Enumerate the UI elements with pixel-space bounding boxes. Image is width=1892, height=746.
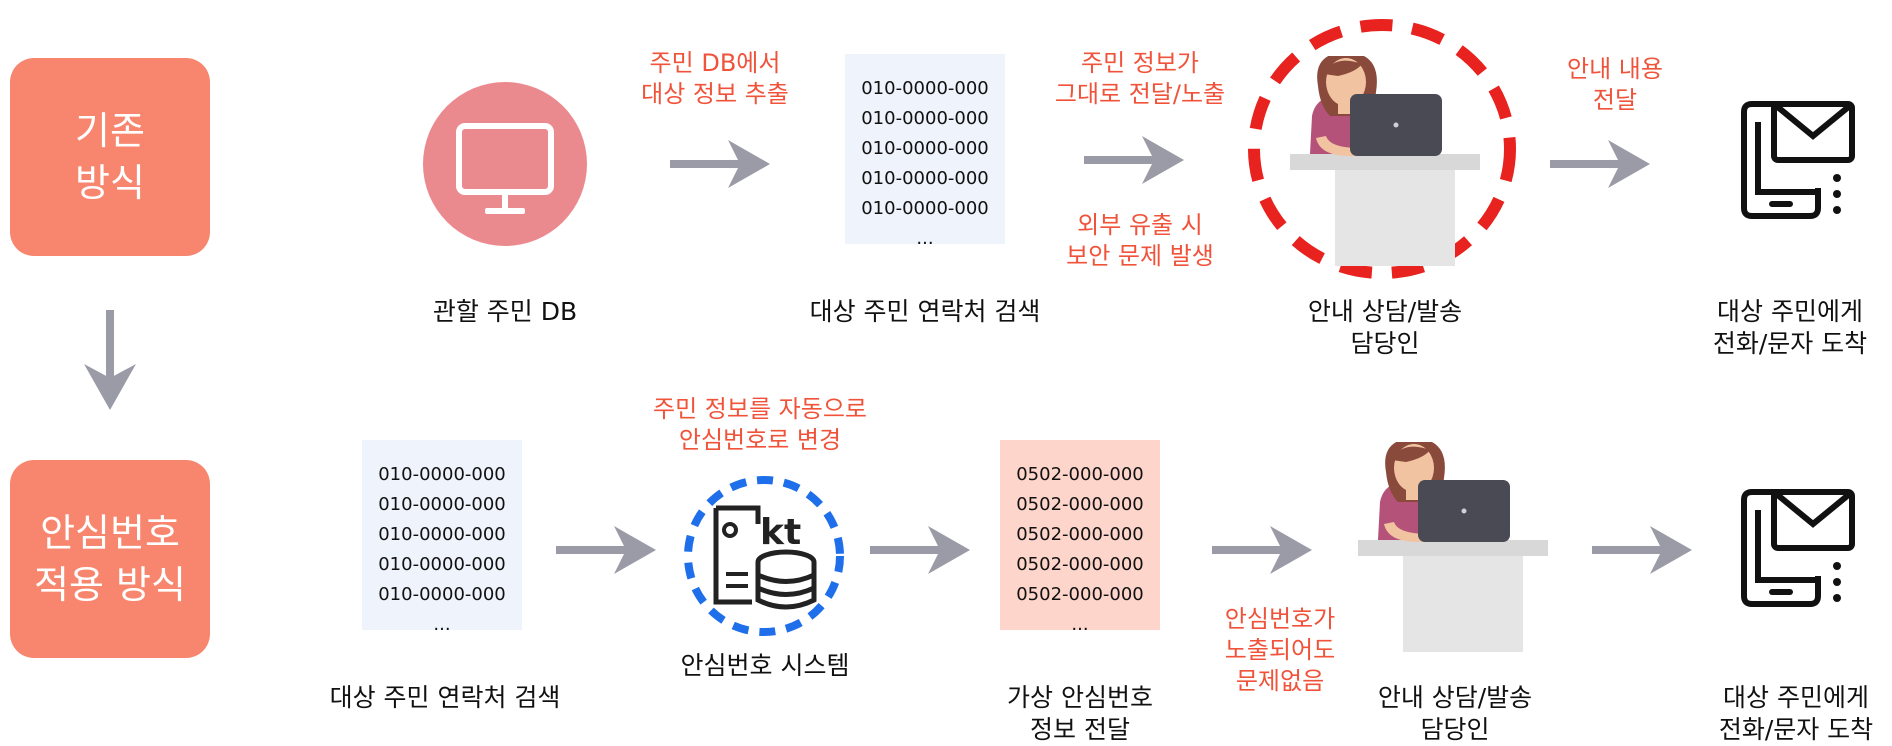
contact-number: ... bbox=[916, 228, 934, 249]
auto-convert-note: 주민 정보를 자동으로 안심번호로 변경 bbox=[653, 395, 867, 454]
virtual-number: 0502-000-000 bbox=[1016, 584, 1144, 605]
arrow-icon bbox=[1082, 130, 1186, 190]
exposure-note: 주민 정보가 그대로 전달/노출 bbox=[1054, 49, 1226, 108]
contact-list-box: 010-0000-000 010-0000-000 010-0000-000 0… bbox=[845, 54, 1005, 249]
virtual-label: 가상 안심번호 정보 전달 bbox=[1007, 683, 1153, 744]
recipient-label: 대상 주민에게 전화/문자 도착 bbox=[1718, 683, 1874, 744]
agent-icon bbox=[1358, 442, 1548, 652]
arrow-icon bbox=[1590, 520, 1694, 580]
down-arrow-icon bbox=[84, 310, 136, 410]
highlight-circle-icon bbox=[1248, 19, 1516, 279]
kt-logo: kt bbox=[760, 512, 801, 553]
contact-number: 010-0000-000 bbox=[861, 108, 989, 129]
deliver-note: 안내 내용 전달 bbox=[1567, 55, 1663, 114]
contact-number: 010-0000-000 bbox=[861, 198, 989, 219]
contact-number: 010-0000-000 bbox=[378, 464, 506, 485]
contact-number: 010-0000-000 bbox=[378, 584, 506, 605]
monitor-icon bbox=[423, 82, 587, 246]
virtual-number-box: 0502-000-000 0502-000-000 0502-000-000 0… bbox=[1000, 440, 1160, 635]
contact-number: 010-0000-000 bbox=[861, 138, 989, 159]
contact-number: 010-0000-000 bbox=[861, 168, 989, 189]
virtual-number: 0502-000-000 bbox=[1016, 494, 1144, 515]
agent-icon bbox=[1290, 56, 1480, 266]
no-problem-note: 안심번호가 노출되어도 문제없음 bbox=[1224, 605, 1336, 695]
arrow-icon bbox=[868, 520, 972, 580]
contact-number: 010-0000-000 bbox=[378, 554, 506, 575]
contact-list-box: 010-0000-000 010-0000-000 010-0000-000 0… bbox=[362, 440, 522, 635]
contact-number: 010-0000-000 bbox=[378, 524, 506, 545]
contact-number: 010-0000-000 bbox=[861, 78, 989, 99]
virtual-number: ... bbox=[1071, 614, 1089, 635]
contact-number: ... bbox=[433, 614, 451, 635]
agent-label: 안내 상담/발송 담당인 bbox=[1307, 297, 1463, 358]
phone-mail-icon bbox=[1738, 484, 1858, 614]
search-label: 대상 주민 연락처 검색 bbox=[809, 297, 1041, 326]
arrow-icon bbox=[1210, 520, 1314, 580]
step1-note: 주민 DB에서 대상 정보 추출 bbox=[641, 49, 789, 108]
leak-warning-note: 외부 유출 시 보안 문제 발생 bbox=[1066, 211, 1214, 270]
contact-number: 010-0000-000 bbox=[378, 494, 506, 515]
agent-label: 안내 상담/발송 담당인 bbox=[1377, 683, 1533, 744]
arrow-icon bbox=[668, 134, 772, 194]
arrow-icon bbox=[1548, 134, 1652, 194]
db-label: 관할 주민 DB bbox=[432, 297, 578, 326]
recipient-label: 대상 주민에게 전화/문자 도착 bbox=[1712, 297, 1868, 358]
side-label-safe-number: 안심번호 적용 방식 bbox=[10, 460, 210, 658]
virtual-number: 0502-000-000 bbox=[1016, 464, 1144, 485]
virtual-number: 0502-000-000 bbox=[1016, 554, 1144, 575]
search-label: 대상 주민 연락처 검색 bbox=[329, 683, 561, 712]
system-label: 안심번호 시스템 bbox=[680, 651, 850, 680]
phone-mail-icon bbox=[1738, 96, 1858, 226]
arrow-icon bbox=[554, 520, 658, 580]
safe-number-system-icon: kt bbox=[684, 476, 844, 636]
virtual-number: 0502-000-000 bbox=[1016, 524, 1144, 545]
side-label-existing: 기존 방식 bbox=[10, 58, 210, 256]
